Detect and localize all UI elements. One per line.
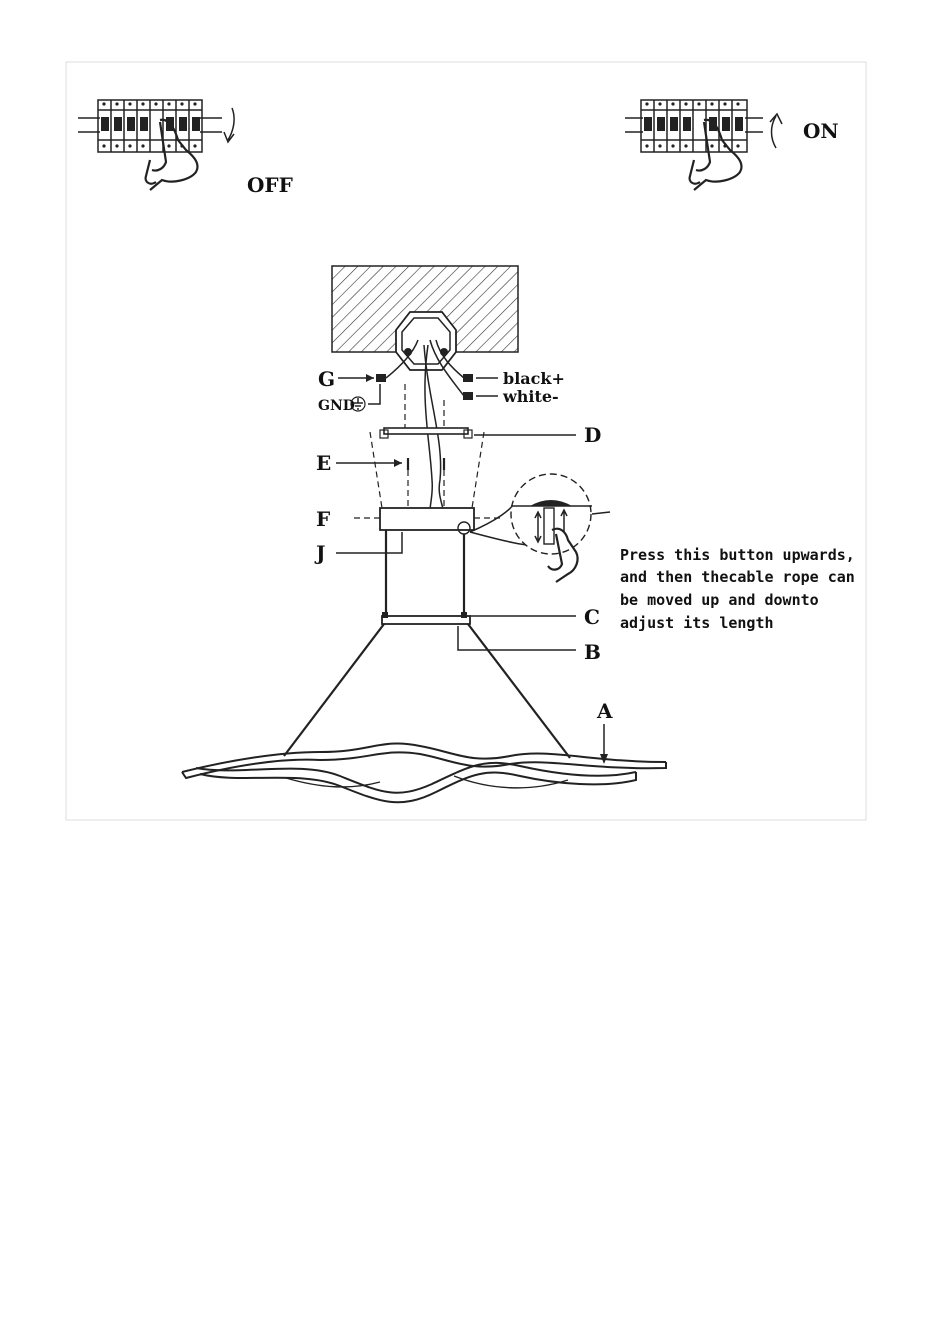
part-label-g: G [318,367,335,391]
arrow-right-icon [366,374,374,382]
black-connector [463,374,473,382]
leader-line [336,532,402,553]
part-label-c: C [584,605,600,629]
on-label: ON [803,119,839,143]
adjuster-bar [382,616,470,624]
part-label-f: F [316,507,330,531]
screw-e [408,458,444,470]
breaker-on-illustration [625,100,763,152]
ground-connector [376,374,386,382]
leader-line [458,626,576,650]
arrow-down-icon [224,108,234,142]
arrow-up-icon [770,114,782,148]
breaker-off-illustration [78,100,222,152]
gnd-label: GND [318,398,355,414]
rope-grip [461,612,467,618]
white-connector [463,392,473,400]
black-wire-label: black+ [503,369,565,388]
off-label: OFF [247,173,293,197]
part-label-b: B [584,640,601,664]
suspension-wire [468,624,570,758]
button-detail-callout [470,474,610,582]
part-label-j: J [314,541,325,565]
white-wire-label: white- [502,387,559,406]
note-line-2: and then thecable rope can [620,568,855,586]
note-line-1: Press this button upwards, [620,546,855,564]
figure-frame [66,62,866,820]
part-label-e: E [316,451,331,475]
canopy-outline [370,432,484,508]
note-line-4: adjust its length [620,614,774,632]
wave-lamp-body [182,744,666,803]
leader-line [368,384,380,404]
arrow-right-icon [394,459,402,467]
part-label-d: D [584,423,601,447]
supply-wires [386,340,464,530]
mounting-plate [380,428,472,438]
suspension-wire [284,624,384,756]
canopy-f [380,508,474,530]
part-label-a: A [596,699,613,723]
note-line-3: be moved up and downto [620,591,819,609]
rope-grip [382,612,388,618]
